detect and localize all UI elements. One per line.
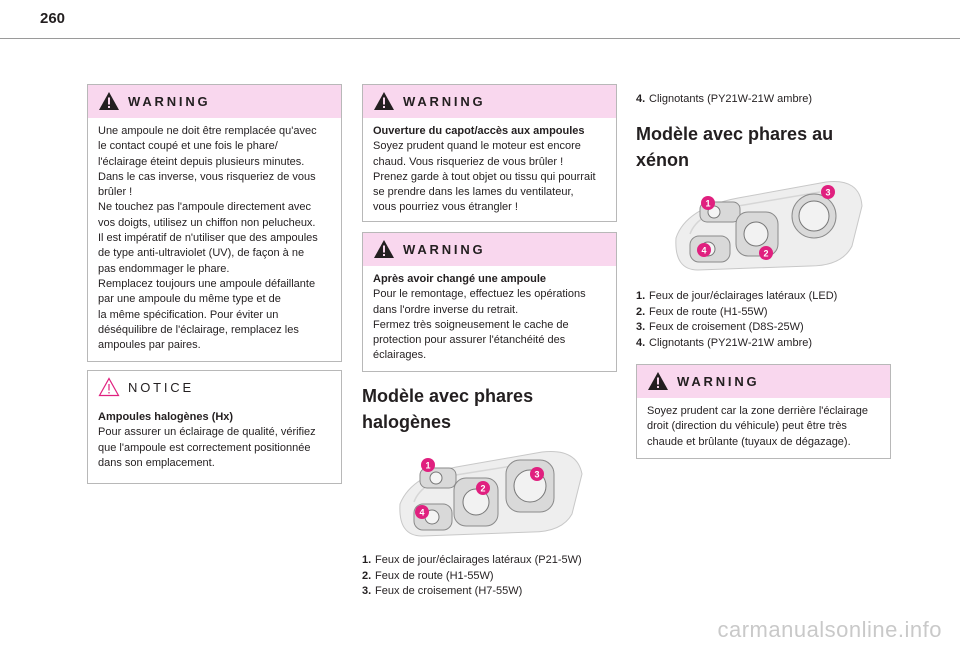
warning-text-line: Remplacez toujours une ampoule défaillan… <box>98 277 316 290</box>
notice-body: Ampoules halogènes (Hx) Pour assurer un … <box>88 404 341 479</box>
warning-header: WARNING <box>88 85 341 118</box>
warning-text-line: Pour le remontage, effectuez les opérati… <box>373 288 586 301</box>
warning-triangle-icon <box>374 240 394 258</box>
warning-text-line: éclairages. <box>373 349 427 362</box>
header-divider <box>0 38 960 39</box>
callout-1-icon: 1 <box>421 458 435 472</box>
warning-text-line: déséquilibre de l'éclairage, remplacez l… <box>98 323 299 336</box>
warning-text-line: chaude et brûlante (tuyaux de dégazage). <box>647 435 851 448</box>
page-number: 260 <box>40 10 66 27</box>
list-item: 4.Clignotants (PY21W-21W ambre) <box>636 93 813 105</box>
warning-header: WARNING <box>363 233 616 266</box>
warning-text-line: vos doigts, utilisez un chiffon non pelu… <box>98 216 316 229</box>
heading-line: Modèle avec phares au <box>636 124 834 144</box>
xenon-bulb-list: 1.Feux de jour/éclairages latéraux (LED)… <box>636 289 837 351</box>
callout-1-icon: 1 <box>701 196 715 210</box>
svg-text:3: 3 <box>825 188 830 198</box>
warning-header: WARNING <box>363 85 616 118</box>
warning-bold-line: Après avoir changé une ampoule <box>373 273 546 285</box>
warning-box-reassembly: WARNING Après avoir changé une ampoule P… <box>362 232 617 372</box>
warning-text-line: brûler ! <box>98 186 133 199</box>
warning-text-line: se prendre dans les lames du ventilateur… <box>373 186 574 199</box>
heading-line: xénon <box>636 150 690 170</box>
warning-box-hood: WARNING Ouverture du capot/accès aux amp… <box>362 84 617 222</box>
callout-2-icon: 2 <box>759 246 773 260</box>
warning-text-line: Une ampoule ne doit être remplacée qu'av… <box>98 125 317 137</box>
halogen-bulb-list: 1.Feux de jour/éclairages latéraux (P21-… <box>362 553 582 600</box>
warning-text-line: chaud. Vous risqueriez de vous brûler ! <box>373 155 564 168</box>
warning-text-line: Ne touchez pas l'ampoule directement ave… <box>98 201 312 214</box>
xenon-headlamp-diagram: 1 2 3 4 <box>675 181 863 271</box>
warning-text-line: Il est impératif de n'utiliser que des a… <box>98 232 318 245</box>
warning-triangle-icon <box>648 372 668 390</box>
svg-text:2: 2 <box>763 249 768 259</box>
callout-4-icon: 4 <box>697 243 711 257</box>
svg-text:4: 4 <box>419 508 424 518</box>
warning-title: WARNING <box>677 374 760 389</box>
warning-body: Ouverture du capot/accès aux ampoules So… <box>363 118 616 224</box>
list-item: 2.Feux de route (H1-55W) <box>636 305 768 318</box>
svg-text:3: 3 <box>534 470 539 480</box>
heading-line: halogènes <box>362 412 452 432</box>
warning-text-line: pas endommager le phare. <box>98 262 230 275</box>
warning-title: WARNING <box>128 94 211 109</box>
warning-text-line: Prenez garde à tout objet ou tissu qui p… <box>373 170 596 183</box>
warning-text-line: ampoules par paires. <box>98 339 201 352</box>
warning-body: Une ampoule ne doit être remplacée qu'av… <box>88 118 341 361</box>
list-item: 3.Feux de croisement (D8S-25W) <box>636 321 804 333</box>
warning-text-line: Soyez prudent quand le moteur est encore <box>373 140 581 153</box>
warning-text-line: la même spécification. Pour éviter un <box>98 308 279 321</box>
callout-4-icon: 4 <box>415 505 429 519</box>
warning-triangle-icon <box>99 92 119 110</box>
warning-text-line: de type anti-ultraviolet (UV), de façon … <box>98 247 305 260</box>
section-heading-xenon: Modèle avec phares au xénon <box>636 121 833 173</box>
list-item: 3.Feux de croisement (H7-55W) <box>362 585 523 597</box>
notice-bold-line: Ampoules halogènes (Hx) <box>98 411 234 423</box>
callout-2-icon: 2 <box>476 481 490 495</box>
notice-box-halogen: NOTICE Ampoules halogènes (Hx) Pour assu… <box>87 370 342 484</box>
warning-header: WARNING <box>637 365 890 398</box>
warning-text-line: protection pour assurer l'étanchéité des <box>373 334 566 347</box>
list-item: 4.Clignotants (PY21W-21W ambre) <box>636 336 813 349</box>
warning-text-line: vous pourriez vous étrangler ! <box>373 201 518 214</box>
warning-box-bulb-replacement: WARNING Une ampoule ne doit être remplac… <box>87 84 342 362</box>
warning-body: Soyez prudent car la zone derrière l'écl… <box>637 398 890 458</box>
svg-text:4: 4 <box>701 246 706 256</box>
halogen-headlamp-diagram: 1 2 3 4 <box>399 450 583 537</box>
warning-text-line: dans l'ordre inverse du retrait. <box>373 303 519 316</box>
notice-text-line: que l'ampoule est correctement positionn… <box>98 441 311 454</box>
notice-text-line: dans son emplacement. <box>98 456 215 469</box>
notice-triangle-icon <box>98 377 120 397</box>
warning-bold-line: Ouverture du capot/accès aux ampoules <box>373 125 585 137</box>
svg-text:1: 1 <box>705 199 710 209</box>
callout-3-icon: 3 <box>530 467 544 481</box>
notice-text-line: Pour assurer un éclairage de qualité, vé… <box>98 426 316 439</box>
svg-text:1: 1 <box>425 461 430 471</box>
halogen-bulb-list-continued: 4.Clignotants (PY21W-21W ambre) <box>636 92 812 108</box>
warning-text-line: Soyez prudent car la zone derrière l'écl… <box>647 405 868 417</box>
callout-3-icon: 3 <box>821 185 835 199</box>
warning-title: WARNING <box>403 94 486 109</box>
section-heading-halogen: Modèle avec phares halogènes <box>362 383 533 435</box>
list-item: 1.Feux de jour/éclairages latéraux (P21-… <box>362 554 582 566</box>
warning-text-line: l'éclairage éteint depuis plusieurs minu… <box>98 155 305 168</box>
list-item: 2.Feux de route (H1-55W) <box>362 569 494 582</box>
warning-body: Après avoir changé une ampoule Pour le r… <box>363 266 616 372</box>
notice-title: NOTICE <box>128 380 194 395</box>
warning-triangle-icon <box>374 92 394 110</box>
svg-text:2: 2 <box>480 484 485 494</box>
site-watermark: carmanualsonline.info <box>717 617 942 642</box>
warning-text-line: le contact coupé et une fois le phare/ <box>98 140 278 153</box>
list-item: 1.Feux de jour/éclairages latéraux (LED) <box>636 290 838 302</box>
warning-text-line: Dans le cas inverse, vous risqueriez de … <box>98 170 316 183</box>
warning-text-line: par une ampoule du même type et de <box>98 293 281 306</box>
warning-box-hot-zone: WARNING Soyez prudent car la zone derriè… <box>636 364 891 459</box>
warning-title: WARNING <box>403 242 486 257</box>
heading-line: Modèle avec phares <box>362 386 534 406</box>
warning-text-line: droit (direction du véhicule) peut être … <box>647 420 847 433</box>
warning-text-line: Fermez très soigneusement le cache de <box>373 318 569 331</box>
notice-header: NOTICE <box>88 371 341 404</box>
